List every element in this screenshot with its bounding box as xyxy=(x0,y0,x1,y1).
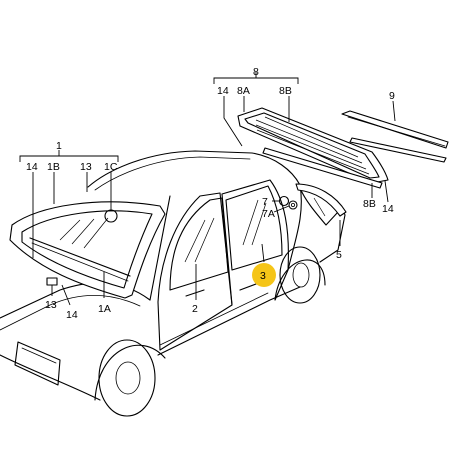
label-14-top[interactable]: 14 xyxy=(217,85,229,97)
label-8a[interactable]: 8A xyxy=(237,85,250,97)
label-5[interactable]: 5 xyxy=(336,249,342,261)
highlight-marker[interactable] xyxy=(252,263,276,287)
label-3[interactable]: 3 xyxy=(260,270,266,282)
leader-lines xyxy=(19,72,396,306)
label-9[interactable]: 9 xyxy=(389,90,395,102)
label-13-top[interactable]: 13 xyxy=(80,161,92,173)
label-8b[interactable]: 8B xyxy=(279,85,292,97)
label-13-bottom[interactable]: 13 xyxy=(45,299,57,311)
label-1[interactable]: 1 xyxy=(56,140,62,152)
part-labels: 8 8A 8B 14 9 1 14 1B 13 1C 7 7A 8B 14 5 … xyxy=(26,66,395,321)
label-14-left[interactable]: 14 xyxy=(26,161,38,173)
label-2[interactable]: 2 xyxy=(192,303,198,315)
label-7a[interactable]: 7A xyxy=(262,208,275,220)
label-1c[interactable]: 1C xyxy=(104,161,118,173)
label-8b-right[interactable]: 8B xyxy=(363,198,376,210)
label-14-right[interactable]: 14 xyxy=(382,203,394,215)
label-1a[interactable]: 1A xyxy=(98,303,111,315)
windshield-assembly xyxy=(9,201,166,299)
label-1b[interactable]: 1B xyxy=(47,161,60,173)
label-8[interactable]: 8 xyxy=(253,66,259,78)
label-7[interactable]: 7 xyxy=(262,196,268,208)
car-body xyxy=(0,150,347,417)
rear-window-assembly xyxy=(237,107,449,210)
label-14-bottom[interactable]: 14 xyxy=(66,309,78,321)
